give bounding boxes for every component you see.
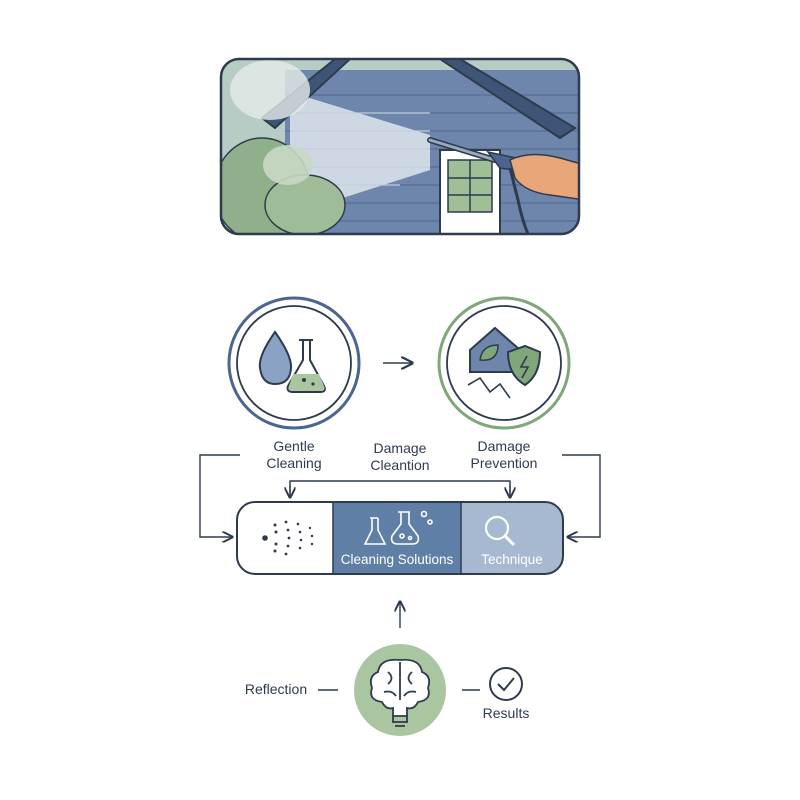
reflection-label: Reflection — [244, 681, 308, 697]
results-label: Results — [482, 705, 530, 721]
damage-cleantion-line-2: Cleantion — [370, 457, 430, 473]
water-drop-and-flask-icon — [258, 330, 326, 393]
check-circle-icon — [489, 667, 523, 701]
cleaning-solutions-label: Cleaning Solutions — [340, 552, 454, 567]
process-pill — [236, 501, 564, 575]
house-leaf-shield-icon — [467, 326, 542, 399]
damage-prevention-label: Damage Prevention — [450, 438, 558, 472]
damage-cleantion-label: Damage Cleantion — [345, 440, 455, 474]
gentle-cleaning-line-2: Cleaning — [266, 455, 322, 471]
magnifier-icon — [484, 515, 516, 547]
damage-prevention-line-1: Damage — [477, 438, 531, 454]
damage-prevention-line-2: Prevention — [470, 455, 538, 471]
reflection-circle — [354, 644, 446, 736]
connector-lines — [199, 454, 601, 691]
spray-dots-icon — [262, 520, 314, 556]
gentle-cleaning-circle — [227, 296, 361, 430]
damage-prevention-circle — [437, 296, 571, 430]
brain-lightbulb-icon — [369, 658, 431, 727]
flask-bubbles-icon — [363, 510, 433, 545]
gentle-cleaning-line-1: Gentle — [273, 438, 315, 454]
gentle-cleaning-label: Gentle Cleaning — [240, 438, 348, 472]
damage-cleantion-line-1: Damage — [373, 440, 427, 456]
technique-label: Technique — [481, 552, 543, 567]
